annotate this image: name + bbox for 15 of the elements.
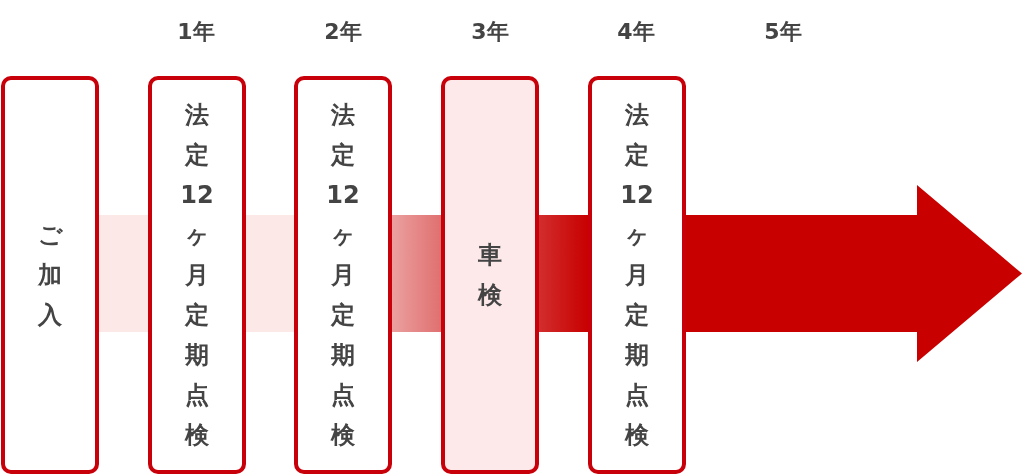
year-label: 2年: [324, 18, 362, 46]
step-label: ご加入: [36, 220, 64, 331]
year-label: 4年: [617, 18, 655, 46]
step-box: [294, 76, 392, 474]
step-box: [441, 76, 539, 474]
year-label: 1年: [177, 18, 215, 46]
step-box: [588, 76, 686, 474]
step-box: [148, 76, 246, 474]
step-label: 法定12ヶ月定期点検: [325, 100, 361, 451]
year-label: 3年: [471, 18, 509, 46]
year-label: 5年: [764, 18, 802, 46]
step-label: 法定12ヶ月定期点検: [619, 100, 655, 451]
step-label: 法定12ヶ月定期点検: [179, 100, 215, 451]
step-box: [1, 76, 99, 474]
step-label: 車検: [476, 240, 503, 311]
